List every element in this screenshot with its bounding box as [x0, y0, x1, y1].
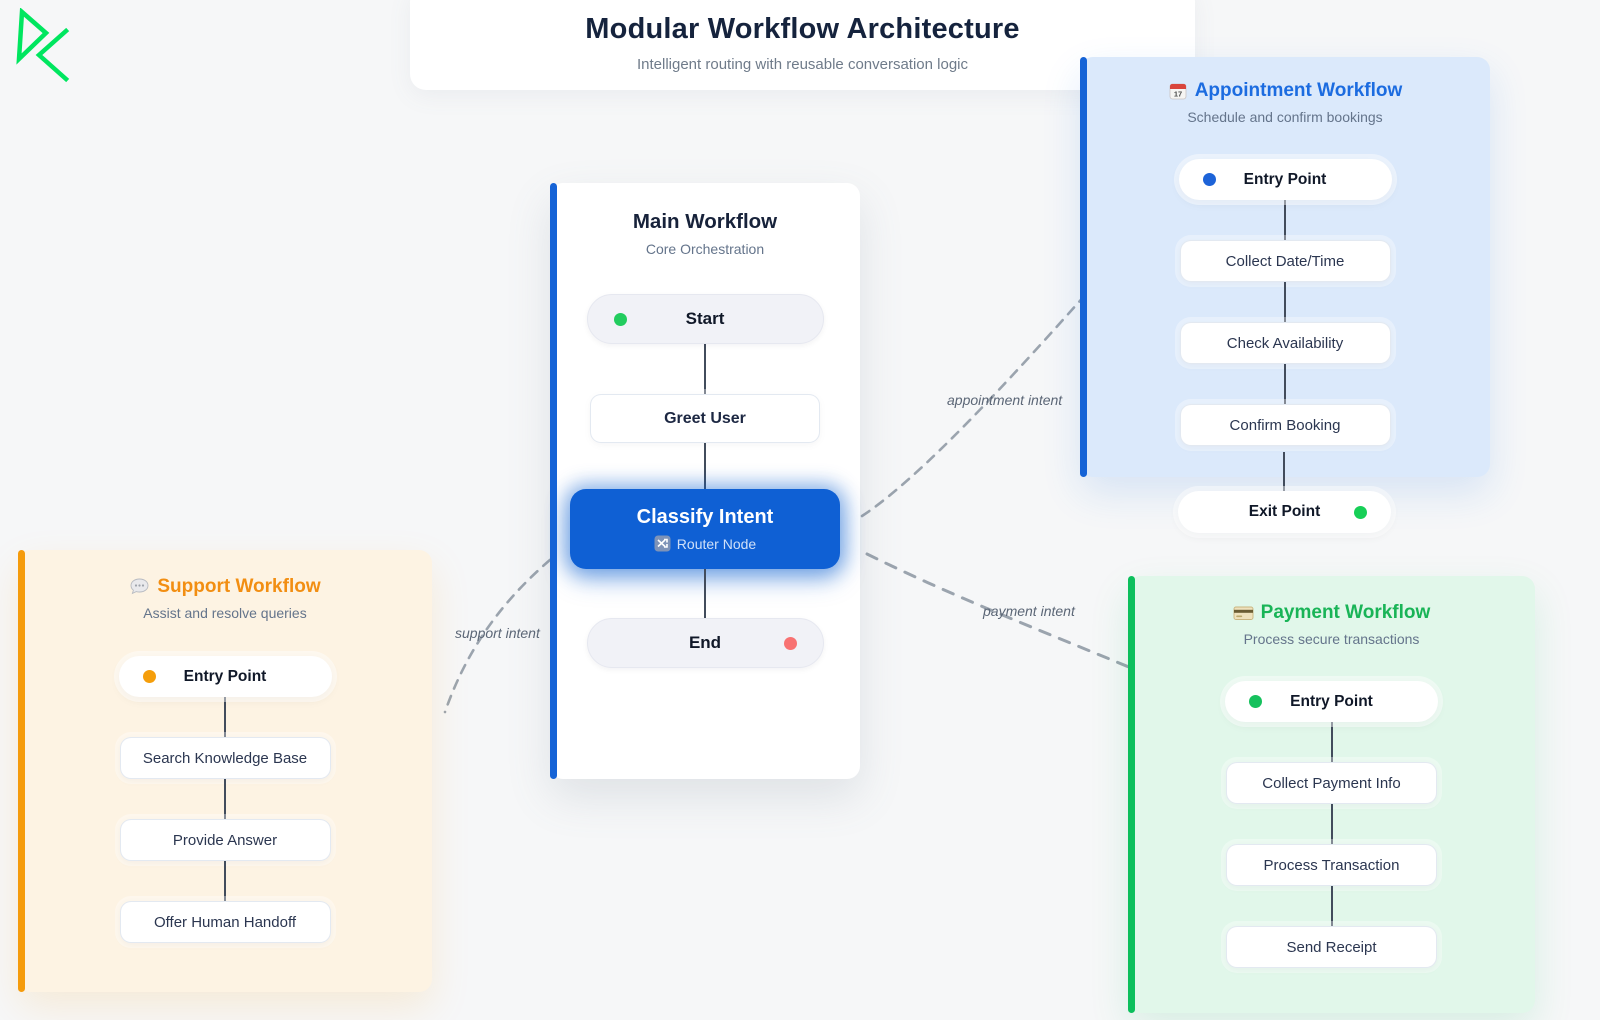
connector-line — [704, 569, 706, 618]
svg-text:17: 17 — [1174, 90, 1182, 99]
payment-step-collect-payment-info[interactable]: Collect Payment Info — [1226, 762, 1437, 804]
step-label: Process Transaction — [1263, 856, 1400, 874]
payment-workflow-subtitle: Process secure transactions — [1243, 631, 1420, 647]
appointment-entry-point[interactable]: Entry Point — [1178, 159, 1392, 200]
end-dot-icon — [783, 636, 797, 650]
connector-line — [1284, 282, 1286, 322]
node-end-label: End — [688, 633, 722, 652]
payment-entry-point[interactable]: Entry Point — [1225, 681, 1438, 722]
step-label: Search Knowledge Base — [142, 749, 308, 767]
appointment-step-collect-date-time[interactable]: Collect Date/Time — [1179, 240, 1391, 282]
support-entry-dot-icon — [142, 670, 156, 683]
main-workflow-panel: Main Workflow Core Orchestration Start G… — [550, 183, 860, 779]
brand-mark-icon — [16, 7, 70, 83]
edge-label-appointment-intent: appointment intent — [947, 392, 1063, 408]
step-label: Collect Payment Info — [1262, 774, 1401, 792]
payment-step-send-receipt[interactable]: Send Receipt — [1226, 926, 1437, 968]
payment-entry-dot-icon — [1249, 695, 1262, 708]
credit-card-icon — [1233, 606, 1254, 620]
appointment-exit-point[interactable]: Exit Point — [1178, 491, 1391, 533]
support-accent-bar — [18, 550, 25, 992]
connector-line — [1330, 886, 1333, 926]
node-classify-intent-sublabel: Router Node — [676, 535, 757, 552]
payment-workflow-title: Payment Workflow — [1260, 602, 1431, 623]
header-card: Modular Workflow Architecture Intelligen… — [410, 0, 1195, 90]
support-step-offer-human-handoff[interactable]: Offer Human Handoff — [119, 901, 331, 943]
edge-support-intent — [443, 547, 565, 714]
node-classify-intent[interactable]: Classify Intent Router Node — [570, 489, 840, 569]
connector-line — [704, 344, 706, 394]
connector-line — [1284, 200, 1286, 240]
appointment-accent-bar — [1080, 57, 1087, 477]
support-entry-label: Entry Point — [183, 667, 267, 685]
step-label: Provide Answer — [172, 831, 278, 849]
node-start[interactable]: Start — [586, 294, 824, 344]
connector-line — [224, 697, 226, 737]
payment-accent-bar — [1128, 576, 1135, 1013]
connector-line-to-exit — [1283, 452, 1285, 491]
speech-bubble-icon — [130, 578, 149, 595]
brand-logo — [15, 7, 71, 88]
node-greet-user[interactable]: Greet User — [590, 394, 820, 443]
step-label: Confirm Booking — [1229, 416, 1341, 434]
edge-appointment-intent — [860, 274, 1104, 518]
page-title: Modular Workflow Architecture — [585, 13, 1020, 45]
appointment-entry-dot-icon — [1202, 173, 1216, 186]
appointment-step-confirm-booking[interactable]: Confirm Booking — [1179, 404, 1391, 446]
node-end[interactable]: End — [586, 618, 824, 668]
support-workflow-panel: Support Workflow Assist and resolve quer… — [18, 550, 432, 992]
payment-step-process-transaction[interactable]: Process Transaction — [1226, 844, 1437, 886]
node-start-label: Start — [685, 309, 725, 328]
connector-line — [224, 861, 226, 901]
appointment-workflow-panel: 17 Appointment Workflow Schedule and con… — [1080, 57, 1490, 477]
main-workflow-accent-bar — [550, 183, 557, 779]
support-workflow-subtitle: Assist and resolve queries — [143, 605, 307, 621]
page-subtitle: Intelligent routing with reusable conver… — [636, 56, 969, 73]
main-workflow-title: Main Workflow — [632, 210, 778, 233]
step-label: Collect Date/Time — [1225, 252, 1345, 270]
payment-entry-label: Entry Point — [1290, 692, 1373, 710]
calendar-icon: 17 — [1169, 83, 1187, 100]
support-step-search-knowledge-base[interactable]: Search Knowledge Base — [119, 737, 331, 779]
connector-line — [704, 443, 706, 489]
support-step-provide-answer[interactable]: Provide Answer — [119, 819, 331, 861]
appointment-exit-dot-icon — [1354, 505, 1367, 519]
appointment-workflow-subtitle: Schedule and confirm bookings — [1187, 109, 1383, 125]
step-label: Offer Human Handoff — [153, 913, 297, 931]
appointment-step-check-availability[interactable]: Check Availability — [1179, 322, 1391, 364]
edge-payment-intent — [865, 552, 1150, 677]
node-classify-intent-label: Classify Intent — [636, 506, 774, 528]
payment-workflow-panel: Payment Workflow Process secure transact… — [1128, 576, 1535, 1013]
connector-line — [1284, 364, 1286, 404]
node-greet-user-label: Greet User — [664, 409, 746, 427]
main-workflow-subtitle: Core Orchestration — [645, 241, 765, 257]
edge-label-payment-intent: payment intent — [983, 603, 1075, 619]
connector-line — [224, 779, 226, 819]
appointment-workflow-title: Appointment Workflow — [1194, 80, 1403, 101]
step-label: Send Receipt — [1286, 938, 1377, 956]
edge-label-support-intent: support intent — [455, 625, 540, 641]
appointment-entry-label: Entry Point — [1243, 170, 1327, 188]
connector-line — [1330, 722, 1333, 762]
support-workflow-title: Support Workflow — [157, 576, 321, 597]
step-label: Check Availability — [1226, 334, 1344, 352]
support-entry-point[interactable]: Entry Point — [118, 656, 332, 697]
start-dot-icon — [613, 312, 627, 326]
appointment-exit-label: Exit Point — [1248, 503, 1321, 520]
connector-line — [1330, 804, 1333, 844]
shuffle-icon — [654, 535, 671, 552]
